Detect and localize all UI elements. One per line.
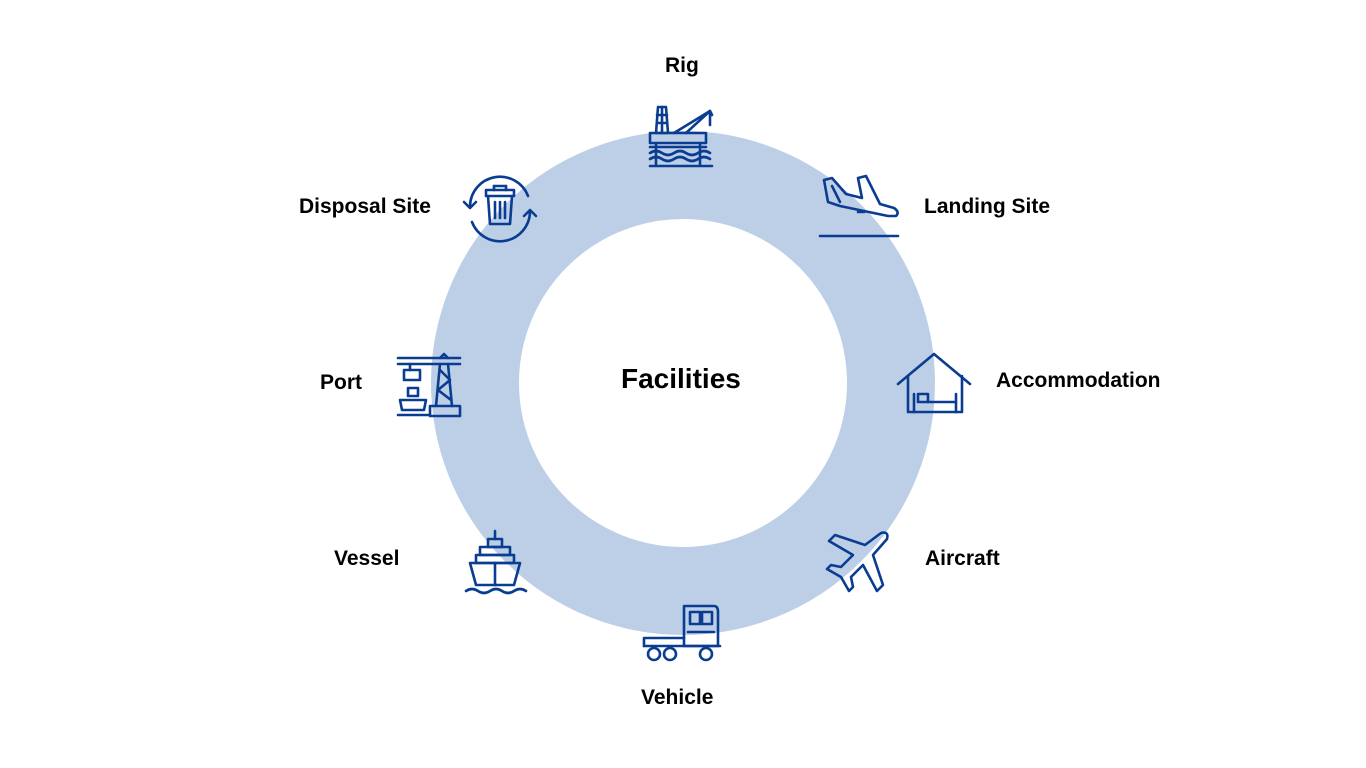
node-label-rig: Rig — [665, 54, 699, 77]
node-label-disposal-site: Disposal Site — [299, 195, 431, 218]
airplane-icon — [823, 527, 893, 597]
node-label-vehicle: Vehicle — [641, 686, 714, 709]
house-bed-icon — [896, 350, 976, 418]
center-label: Facilities — [621, 363, 741, 394]
node-label-port: Port — [320, 371, 362, 394]
node-label-landing-site: Landing Site — [924, 195, 1050, 218]
oil-rig-icon — [646, 103, 716, 171]
truck-icon — [640, 602, 724, 664]
airplane-landing-icon — [818, 172, 902, 240]
node-label-accommodation: Accommodation — [996, 369, 1161, 392]
ring-band — [431, 131, 935, 635]
port-crane-icon — [396, 352, 466, 420]
node-label-aircraft: Aircraft — [925, 547, 1000, 570]
ship-icon — [462, 527, 532, 597]
node-label-vessel: Vessel — [334, 547, 400, 570]
recycle-bin-icon — [460, 175, 540, 243]
